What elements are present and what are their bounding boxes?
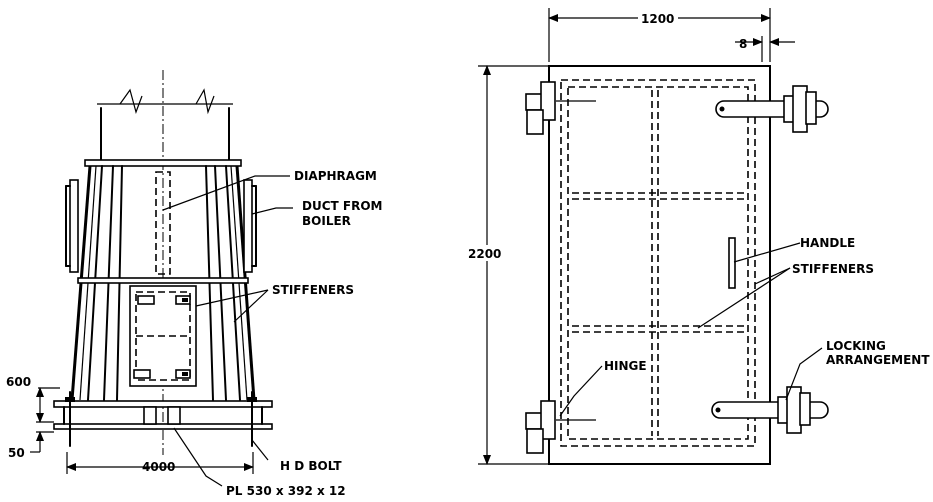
duct-flange-left	[65, 179, 79, 273]
access-door	[129, 285, 197, 387]
dim-4000	[66, 452, 254, 474]
base-plate	[53, 400, 273, 430]
door-frame-inner	[567, 86, 749, 440]
top-ring	[84, 159, 242, 167]
locking-arrangement-bottom	[711, 386, 829, 434]
label-hinge: HINGE	[604, 359, 647, 373]
locking-arrangement-top	[715, 85, 829, 133]
label-hd-bolt: H D BOLT	[280, 459, 342, 473]
door-stiffener-grid	[572, 90, 744, 436]
stack-base-elevation: DIAPHRAGM DUCT FROM BOILER STIFFENERS H …	[6, 70, 382, 498]
leader-stiffener-door-2	[697, 267, 791, 329]
label-stiffeners-right: STIFFENERS	[792, 262, 874, 276]
leader-diaphragm	[162, 175, 290, 211]
leader-duct	[251, 207, 293, 215]
leader-hinge	[559, 365, 603, 417]
mid-ring	[77, 277, 249, 284]
hinge-bottom	[525, 400, 596, 454]
label-duct-line1: DUCT FROM	[302, 199, 382, 213]
broken-top-section	[97, 88, 233, 161]
label-locking-line2: ARRANGEMENT	[826, 353, 930, 367]
leader-handle	[733, 242, 801, 263]
dim-1200-mask	[638, 10, 678, 26]
dim-2200	[478, 65, 549, 465]
door-frame-outer	[560, 79, 756, 447]
leader-stiffener-1	[195, 289, 269, 307]
handle	[728, 237, 736, 289]
hinge-top	[525, 81, 596, 135]
label-duct-line2: BOILER	[302, 214, 351, 228]
dim-text-2200: 2200	[468, 247, 501, 261]
dim-text-50: 50	[8, 446, 25, 460]
leader-locking	[785, 347, 823, 401]
hd-bolt-right	[247, 391, 257, 447]
label-handle: HANDLE	[800, 236, 855, 250]
dim-text-1200: 1200	[641, 12, 674, 26]
label-stiffeners-left: STIFFENERS	[272, 283, 354, 297]
label-locking-line1: LOCKING	[826, 339, 886, 353]
dim-text-8: 8	[739, 37, 747, 51]
label-plate: PL 530 x 392 x 12	[226, 484, 346, 498]
dim-50	[30, 431, 54, 453]
label-diaphragm: DIAPHRAGM	[294, 169, 377, 183]
door-elevation: HANDLE STIFFENERS HINGE LOCKING ARRANGEM…	[468, 8, 930, 465]
dim-2200-mask	[468, 245, 504, 261]
dim-text-4000: 4000	[142, 460, 175, 474]
leader-stiffener-door-1	[754, 267, 791, 285]
leader-plate	[173, 427, 223, 487]
hd-bolt-left	[65, 391, 75, 447]
dim-text-600: 600	[6, 375, 31, 389]
leader-stiffener-2	[233, 289, 269, 323]
duct-flange-right	[243, 179, 257, 273]
dim-8	[735, 36, 795, 62]
door-outer-plate	[548, 65, 771, 465]
dim-600	[36, 387, 60, 423]
diaphragm	[155, 171, 171, 275]
leader-bolt	[251, 439, 269, 461]
